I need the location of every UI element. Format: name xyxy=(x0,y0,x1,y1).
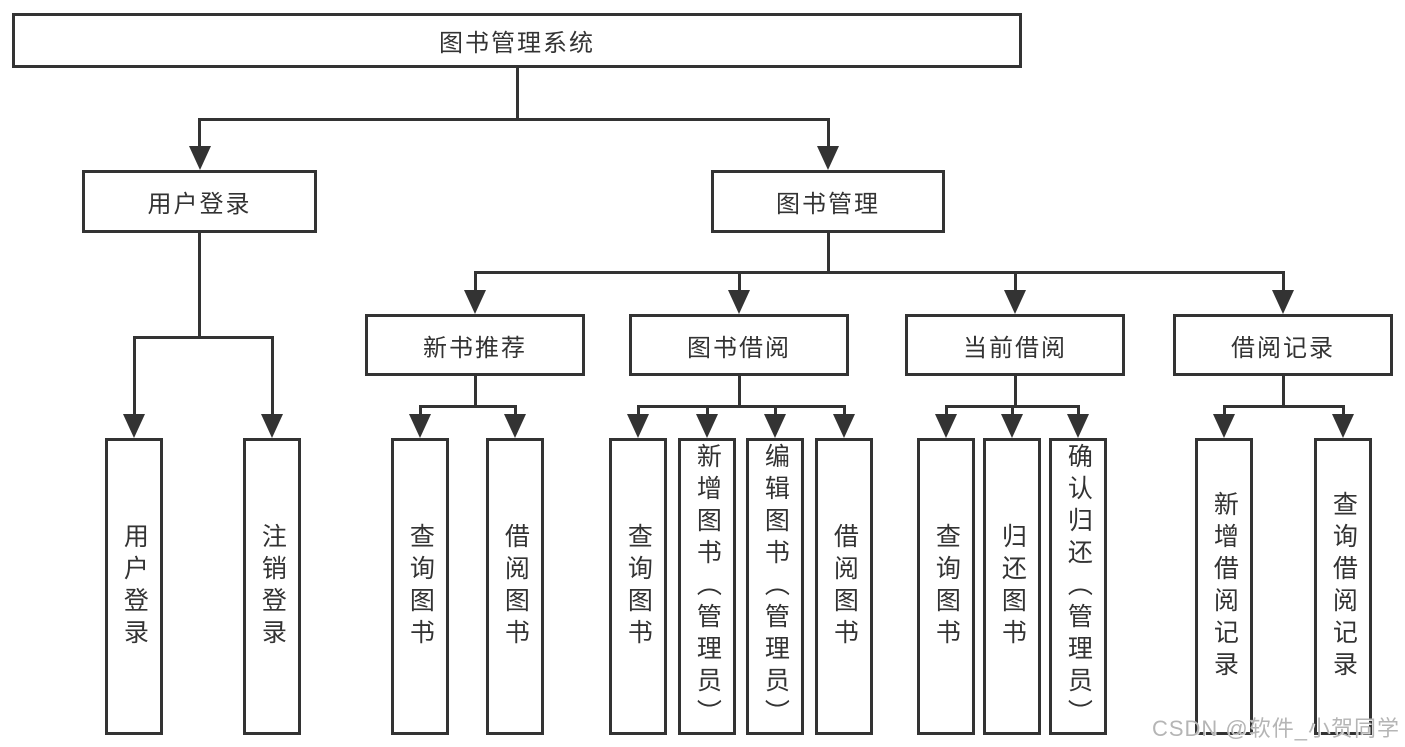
connector-arrow-stem xyxy=(636,405,640,422)
connector-arrow-stem xyxy=(198,118,201,154)
node-label: 查询借阅记录 xyxy=(1329,490,1358,683)
connector-junction-line xyxy=(473,271,1285,274)
connector-junction-line xyxy=(636,405,846,408)
arrow-down-head xyxy=(833,414,855,438)
node-label: 当前借阅 xyxy=(963,334,1067,362)
connector-stem xyxy=(198,232,201,339)
arrow-down-head xyxy=(1067,414,1089,438)
arrow-down-head xyxy=(935,414,957,438)
node-book-mgmt: 图书管理 xyxy=(711,170,945,233)
connector-arrow-stem xyxy=(1341,405,1345,422)
node-label: 新书推荐 xyxy=(423,334,527,362)
arrow-down-head xyxy=(464,290,486,314)
node-label: 注销登录 xyxy=(258,522,287,651)
arrow-down-head xyxy=(627,414,649,438)
node-new-book-rec: 新书推荐 xyxy=(365,314,585,376)
node-label: 图书管理系统 xyxy=(439,30,595,57)
arrow-down-head xyxy=(817,146,839,170)
connector-arrow-stem xyxy=(270,336,274,422)
connector-arrow-stem xyxy=(513,405,517,422)
node-cb-query: 查询图书 xyxy=(917,438,975,735)
node-label: 归还图书 xyxy=(998,522,1027,651)
arrow-down-head xyxy=(504,414,526,438)
watermark: CSDN @软件_小贺同学 xyxy=(1151,716,1400,741)
node-label: 新增借阅记录 xyxy=(1210,490,1239,683)
arrow-down-head xyxy=(1332,414,1354,438)
node-rec-query: 查询图书 xyxy=(391,438,449,735)
arrow-down-head xyxy=(728,290,750,314)
arrow-down-head xyxy=(764,414,786,438)
node-cb-return: 归还图书 xyxy=(983,438,1041,735)
connector-arrow-stem xyxy=(826,118,830,154)
node-cb-confirm: 确认归还（管理员） xyxy=(1049,438,1107,735)
node-label: 图书管理 xyxy=(776,191,880,218)
connector-arrow-stem xyxy=(1281,271,1285,298)
connector-arrow-stem xyxy=(418,405,422,422)
connector-arrow-stem xyxy=(1222,405,1226,422)
connector-junction-line xyxy=(418,405,517,408)
node-br-add: 新增借阅记录 xyxy=(1195,438,1253,735)
connector-arrow-stem xyxy=(737,271,741,298)
arrow-down-head xyxy=(1004,290,1026,314)
connector-arrow-stem xyxy=(132,336,136,422)
node-bb-borrow: 借阅图书 xyxy=(815,438,873,735)
connector-arrow-stem xyxy=(705,405,709,422)
arrow-down-head xyxy=(409,414,431,438)
node-label: 用户登录 xyxy=(147,191,252,218)
connector-stem xyxy=(1013,375,1017,408)
connector-junction-line xyxy=(198,118,830,121)
connector-arrow-stem xyxy=(1013,271,1017,298)
arrow-down-head xyxy=(1001,414,1023,438)
connector-junction-line xyxy=(132,336,274,339)
node-label: 查询图书 xyxy=(624,522,653,651)
node-label: 新增图书（管理员） xyxy=(693,442,722,731)
arrow-down-head xyxy=(123,414,145,438)
node-label: 编辑图书（管理员） xyxy=(761,442,790,731)
node-user-login: 用户登录 xyxy=(82,170,317,233)
node-login: 用户登录 xyxy=(105,438,163,735)
node-label: 借阅图书 xyxy=(501,522,530,651)
node-bb-edit: 编辑图书（管理员） xyxy=(746,438,804,735)
connector-stem xyxy=(515,67,519,121)
connector-stem xyxy=(1281,375,1285,408)
connector-arrow-stem xyxy=(842,405,846,422)
connector-stem xyxy=(737,375,741,408)
node-bb-query: 查询图书 xyxy=(609,438,667,735)
node-label: 查询图书 xyxy=(406,522,435,651)
connector-junction-line xyxy=(1222,405,1345,408)
node-current-borrow: 当前借阅 xyxy=(905,314,1125,376)
arrow-down-head xyxy=(1272,290,1294,314)
connector-stem xyxy=(473,375,477,408)
connector-arrow-stem xyxy=(1076,405,1080,422)
node-br-query: 查询借阅记录 xyxy=(1314,438,1372,735)
arrow-down-head xyxy=(188,146,211,170)
node-label: 用户登录 xyxy=(120,522,149,651)
node-book-borrow: 图书借阅 xyxy=(629,314,849,376)
arrow-down-head xyxy=(696,414,718,438)
connector-stem xyxy=(826,232,830,274)
node-label: 借阅记录 xyxy=(1231,334,1335,362)
arrow-down-head xyxy=(1213,414,1235,438)
node-root: 图书管理系统 xyxy=(12,13,1022,68)
connector-arrow-stem xyxy=(773,405,777,422)
node-label: 图书借阅 xyxy=(687,334,791,362)
node-label: 查询图书 xyxy=(932,522,961,651)
connector-arrow-stem xyxy=(944,405,948,422)
node-borrow-records: 借阅记录 xyxy=(1173,314,1393,376)
node-logout: 注销登录 xyxy=(243,438,301,735)
node-label: 确认归还（管理员） xyxy=(1064,442,1093,731)
connector-arrow-stem xyxy=(473,271,477,298)
node-bb-add: 新增图书（管理员） xyxy=(678,438,736,735)
arrow-down-head xyxy=(261,414,283,438)
connector-arrow-stem xyxy=(1010,405,1014,422)
node-label: 借阅图书 xyxy=(830,522,859,651)
node-rec-borrow: 借阅图书 xyxy=(486,438,544,735)
